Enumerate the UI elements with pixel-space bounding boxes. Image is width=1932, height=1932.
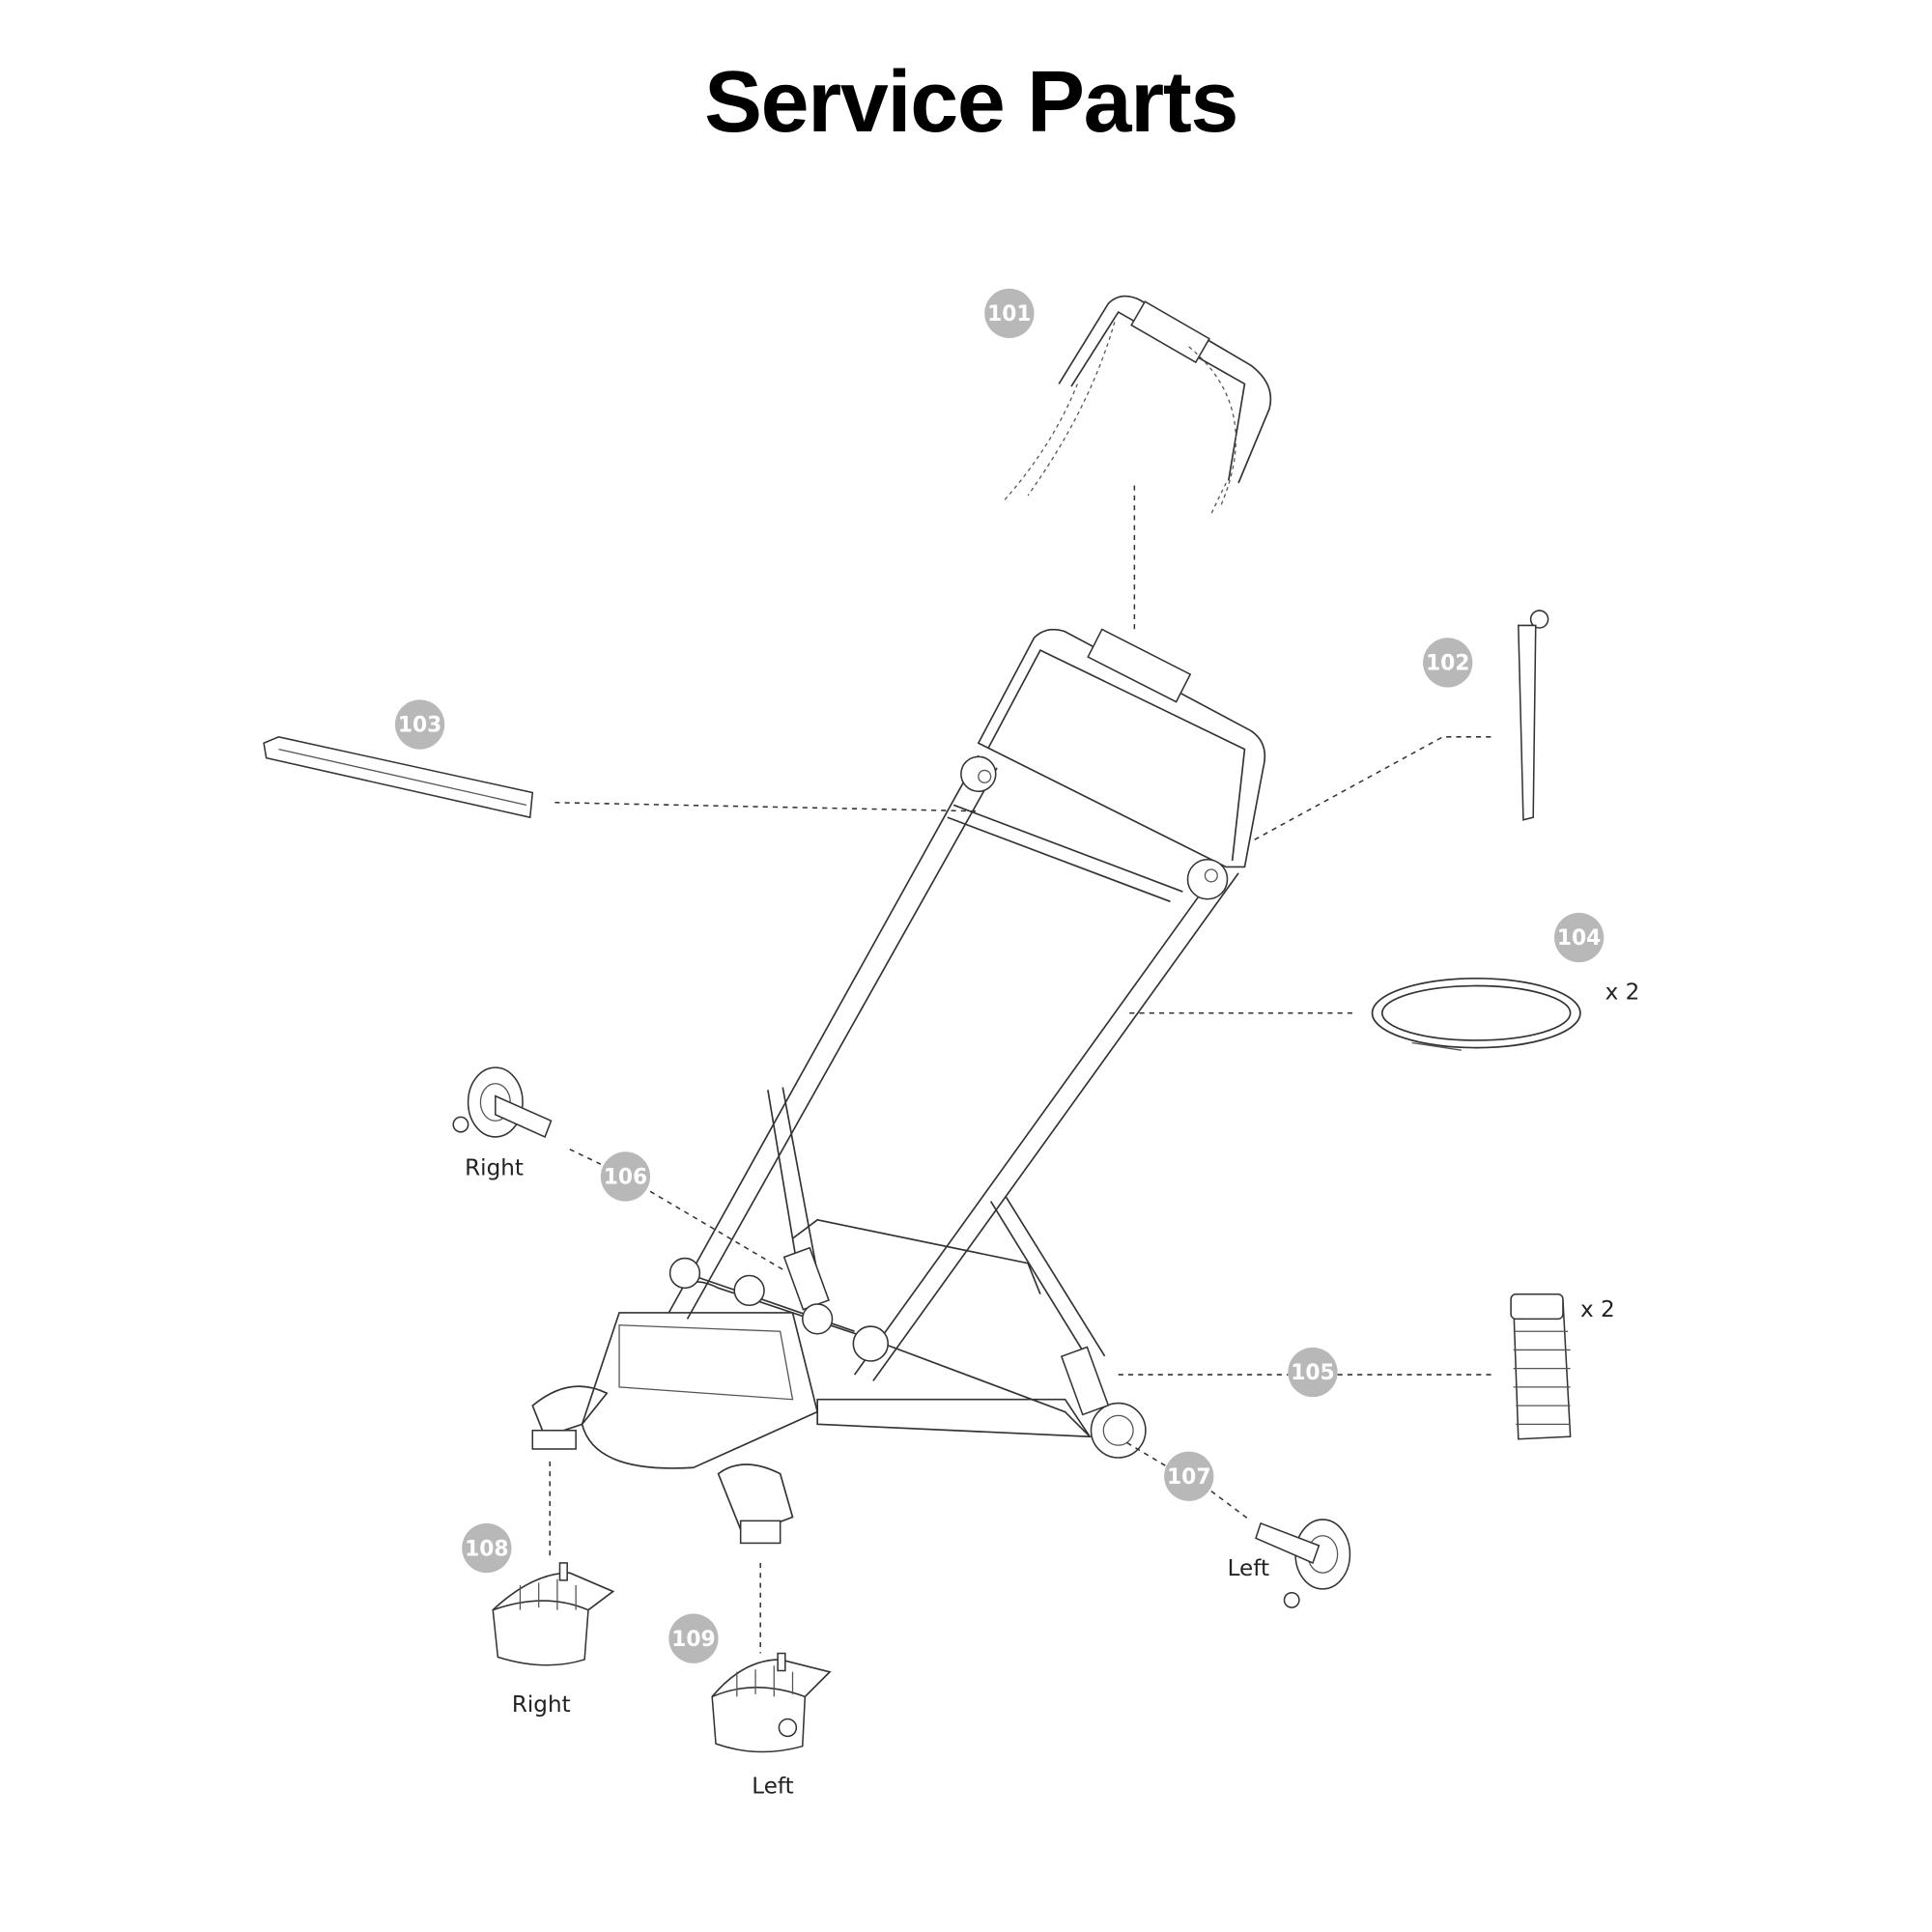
page-title: Service Parts	[704, 54, 1237, 151]
svg-text:103: 103	[398, 714, 441, 738]
part-107-left-axle	[1255, 1519, 1351, 1608]
badge-103: 103	[394, 699, 445, 750]
svg-text:105: 105	[1291, 1361, 1334, 1385]
badge-105: 105	[1288, 1347, 1338, 1398]
badge-106: 106	[600, 1151, 651, 1202]
leader-lines	[549, 485, 1492, 1654]
part-109-left-foot	[711, 1652, 832, 1753]
part-101-handlebar	[1002, 295, 1272, 515]
variant-label-108: Right	[512, 1692, 571, 1718]
badge-107: 107	[1164, 1451, 1214, 1501]
badge-101: 101	[984, 288, 1035, 338]
svg-text:106: 106	[604, 1166, 647, 1190]
svg-text:108: 108	[465, 1537, 508, 1561]
badge-108: 108	[462, 1522, 512, 1574]
stroller-frame-illustration	[531, 628, 1266, 1545]
svg-text:104: 104	[1557, 926, 1601, 951]
part-108-right-foot	[492, 1562, 615, 1666]
badge-109: 109	[668, 1613, 719, 1663]
variant-label-109: Left	[752, 1774, 793, 1799]
quantity-label-105: x 2	[1580, 1297, 1615, 1322]
part-104-cable	[1371, 977, 1581, 1051]
variant-label-106: Right	[465, 1156, 524, 1181]
quantity-label-104: x 2	[1605, 980, 1640, 1006]
badge-102: 102	[1423, 638, 1473, 688]
part-105-spring	[1510, 1293, 1572, 1440]
svg-text:101: 101	[987, 302, 1031, 327]
part-106-right-axle	[452, 1066, 553, 1138]
variant-label-107: Left	[1228, 1556, 1269, 1581]
svg-text:107: 107	[1167, 1465, 1210, 1490]
badge-104: 104	[1553, 912, 1605, 963]
svg-text:102: 102	[1426, 652, 1469, 676]
svg-text:109: 109	[671, 1628, 715, 1652]
part-102-strap	[1518, 610, 1549, 821]
part-103-bar	[263, 736, 534, 819]
